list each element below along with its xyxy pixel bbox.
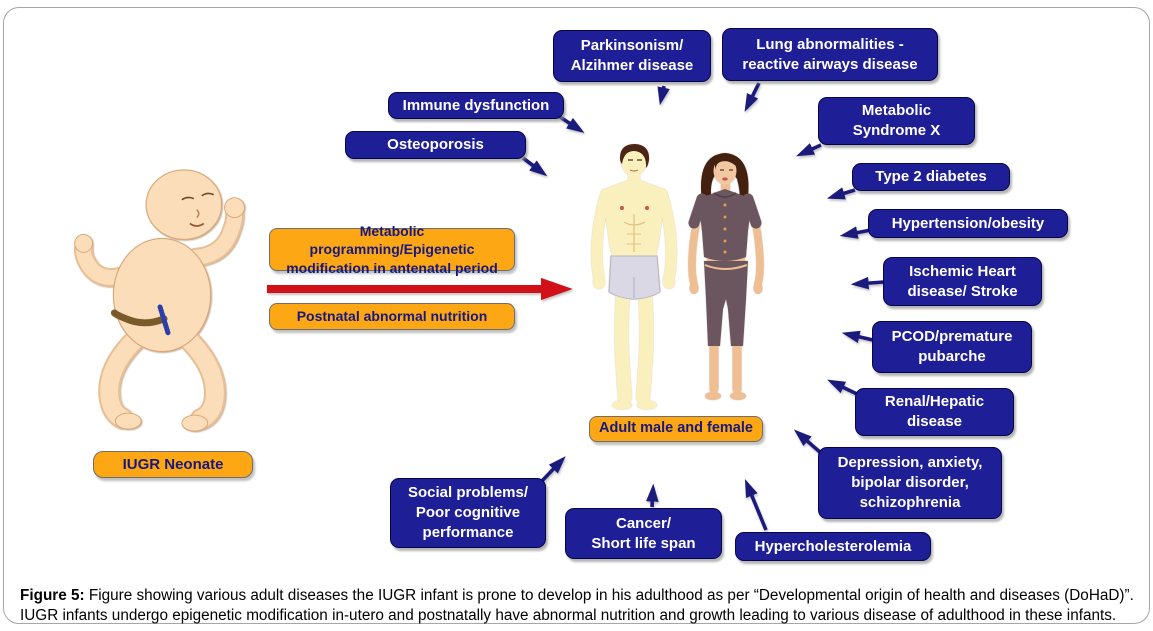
arrow-ischemic-icon [850,276,885,290]
process-box-postnatal-nutrition: Postnatal abnormal nutrition [269,303,515,330]
disease-box-hypercholesterolemia: Hypercholesterolemia [735,532,931,561]
disease-box-depression-psychiatric: Depression, anxiety, bipolar disorder, s… [818,447,1002,519]
disease-box-immune-dysfunction: Immune dysfunction [388,92,564,119]
disease-box-pcod-premature-pubarche: PCOD/premature pubarche [872,321,1032,373]
female-capri-pants [704,261,748,346]
arrow-pcod-icon [841,330,874,343]
adult-female-figure-illustration [688,153,764,400]
arrow-depression-icon [793,429,823,455]
female-top [698,189,752,261]
arrow-social-icon [538,456,566,485]
arrow-lung-icon [744,82,761,112]
caption-line2: IUGR infants undergo epigenetic modifica… [20,607,1117,625]
arrow-metabolic-syndrome-icon [796,143,822,157]
disease-box-parkinsonism: Parkinsonism/ Alzihmer disease [553,30,711,82]
male-head [621,146,647,176]
figure-caption: Figure 5: Figure showing various adult d… [20,586,1138,626]
arrow-hypercholesterolemia-icon [744,479,768,531]
baby-body [74,169,245,432]
cord-clamp [157,304,171,336]
male-body [591,144,677,410]
arrow-type2-diabetes-icon [826,187,856,200]
disease-box-lung-abnormalities: Lung abnormalities - reactive airways di… [722,28,938,81]
umbilical-cord [110,309,168,327]
arrow-renal-icon [827,379,858,396]
caption-figure-number: Figure 5: [20,587,85,605]
disease-box-cancer-short-life-span: Cancer/ Short life span [565,508,722,559]
label-iugr-neonate: IUGR Neonate [93,451,253,478]
female-hair [700,153,750,235]
disease-box-type-2-diabetes: Type 2 diabetes [852,163,1010,191]
disease-box-metabolic-syndrome-x: Metabolic Syndrome X [818,97,975,145]
disease-box-ischemic-heart-stroke: Ischemic Heart disease/ Stroke [883,257,1042,306]
adult-male-figure-illustration [591,144,677,410]
disease-box-social-cognitive: Social problems/ Poor cognitive performa… [390,478,546,548]
process-box-antenatal-programming: Metabolic programming/Epigenetic modific… [269,223,515,276]
disease-box-renal-hepatic: Renal/Hepatic disease [855,388,1014,436]
male-hair [620,144,650,168]
disease-box-osteoporosis: Osteoporosis [345,131,526,159]
arrow-hypertension-icon [839,226,872,239]
caption-line1: Figure showing various adult diseases th… [84,587,1134,605]
arrow-parkinsonism-icon [657,85,670,106]
arrow-osteoporosis-icon [521,156,548,177]
arrow-cancer-icon [646,483,659,508]
disease-box-hypertension-obesity: Hypertension/obesity [868,209,1068,238]
iugr-neonate-baby-illustration [74,169,245,432]
female-head [713,157,737,185]
arrow-immune-icon [559,115,585,133]
baby-head [145,169,223,241]
label-adult-male-and-female: Adult male and female [589,416,763,442]
female-body [688,153,764,400]
